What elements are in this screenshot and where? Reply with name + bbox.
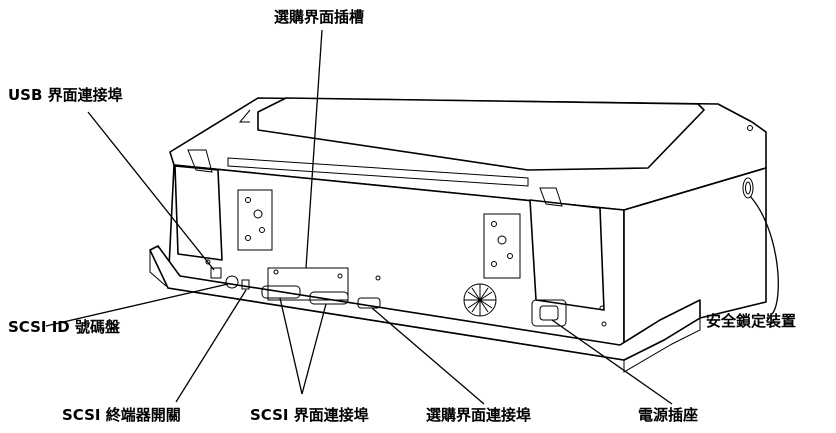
- scsi-connector-1: [261, 285, 301, 299]
- document-glass: [257, 97, 705, 171]
- security-lock-slot: [742, 177, 754, 199]
- scsi-id-dial: [225, 275, 239, 289]
- leader-ac-inlet: [551, 319, 673, 405]
- label-option-slot: 選購界面插槽: [274, 8, 365, 26]
- leader-security-lock: [749, 195, 779, 315]
- scanner-base: [149, 245, 701, 361]
- scsi-connector-2: [309, 291, 349, 305]
- label-ac-inlet: 電源插座: [638, 406, 699, 424]
- label-scsi-id-dial: SCSI ID 號碼盤: [8, 318, 120, 336]
- left-hinge: [174, 165, 223, 261]
- leader-terminator-switch: [175, 289, 247, 403]
- label-security-lock: 安全鎖定裝置: [706, 312, 797, 330]
- right-hinge: [529, 199, 605, 311]
- leader-scsi-port-1: [279, 297, 303, 395]
- option-slot-plate: [267, 267, 349, 301]
- left-hinge-plate: [237, 189, 273, 251]
- option-port-connector: [357, 297, 381, 309]
- leader-usb-port: [87, 111, 215, 271]
- leader-option-slot: [305, 29, 323, 269]
- label-option-port: 選購界面連接埠: [426, 406, 532, 424]
- leader-scsi-id-dial: [45, 283, 229, 327]
- label-scsi-terminator-switch: SCSI 終端器開關: [62, 406, 181, 424]
- right-hinge-plate: [483, 213, 521, 279]
- usb-port: [210, 267, 222, 279]
- ac-inlet: [531, 299, 567, 327]
- terminator-switch: [241, 279, 250, 290]
- leader-scsi-port-2: [301, 303, 327, 395]
- label-scsi-ports: SCSI 界面連接埠: [250, 406, 369, 424]
- label-usb-port: USB 界面連接埠: [8, 86, 123, 104]
- leader-option-port: [371, 307, 485, 405]
